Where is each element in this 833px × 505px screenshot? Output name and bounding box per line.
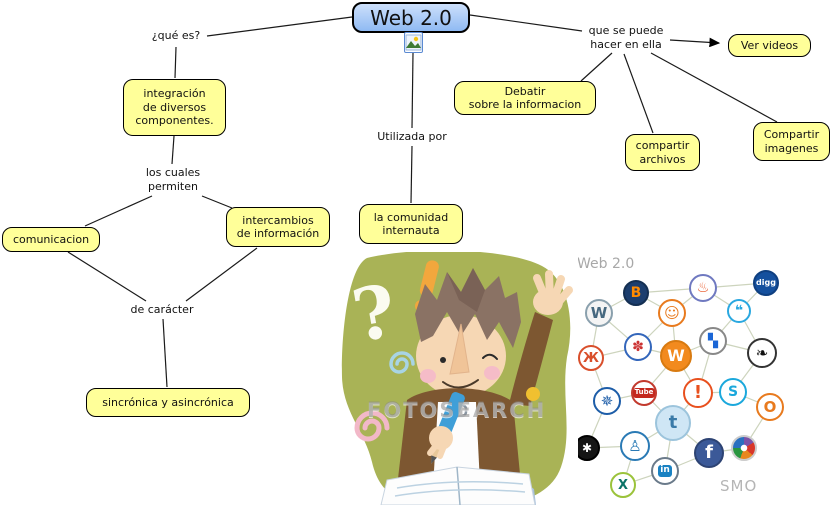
node-ver-videos[interactable]: Ver videos [728,34,811,57]
boy-writing-illustration: ? [337,250,578,505]
picasa-icon [731,435,757,461]
collage-caption-smo: SMO [720,477,758,495]
wordpress-icon: W [585,299,613,327]
node-compartir-imagenes[interactable]: Compartir imagenes [753,122,830,161]
collage-caption-web20: Web 2.0 [577,256,635,272]
image-attachment-icon[interactable] [404,32,423,53]
label-que-es[interactable]: ¿qué es? [151,29,201,42]
fotosearch-watermark: FOTOSEARCH [367,398,547,422]
compass-icon: ✵ [593,387,621,415]
delicious-icon: ▚ [699,327,727,355]
feedburner-icon: ♨ [689,274,717,302]
label-los-cuales[interactable]: los cuales permiten [145,166,201,193]
person-chat-icon: ♙ [620,431,650,461]
root-node-web20[interactable]: Web 2.0 [352,2,470,33]
linkedin-icon: in [651,457,679,485]
wikimedia-icon: ✽ [624,333,652,361]
node-compartir-archivos[interactable]: compartir archivos [625,134,700,171]
twitter-bird-icon: t [655,405,691,441]
node-comunicacion[interactable]: comunicacion [2,227,100,252]
label-que-se-puede[interactable]: que se puede hacer en ella [588,24,664,51]
mascot-icon: ☺ [658,299,686,327]
blogger-icon: B [623,280,649,306]
s-swirl-icon: S [719,378,747,406]
node-integracion[interactable]: integración de diversos componentes. [123,79,226,136]
xing-icon: X [610,472,636,498]
node-intercambios[interactable]: intercambios de información [226,207,330,247]
boy-writing-drawing: ? [341,250,573,505]
label-utilizada[interactable]: Utilizada por [377,130,447,143]
youtube-tube-icon: Tube [631,380,657,406]
wikia-w-icon: W [660,340,692,372]
node-debatir[interactable]: Debatir sobre la informacion [454,81,596,115]
orange-o-icon: O [756,393,784,421]
facebook-icon: f [694,438,724,468]
node-sincronica[interactable]: sincrónica y asincrónica [86,388,250,417]
technorati-icon: ❝ [727,299,751,323]
node-comunidad[interactable]: la comunidad internauta [359,204,463,244]
butterfly-icon: Ж [578,345,604,371]
black-birds-icon: ❧ [747,338,777,368]
digg-icon: digg [753,270,779,296]
yahoo-icon: ! [683,378,713,408]
fist-icon: ✱ [574,435,600,461]
label-de-caracter[interactable]: de carácter [130,303,194,316]
